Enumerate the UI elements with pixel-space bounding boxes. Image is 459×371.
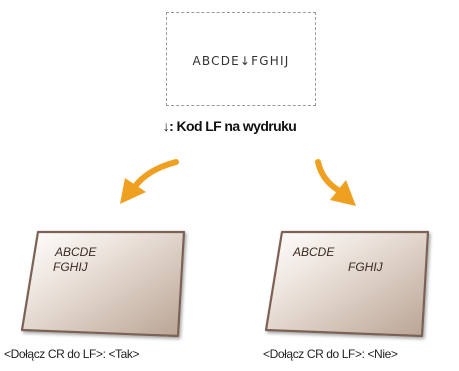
left-paper-line2: FGHIJ	[53, 260, 88, 274]
arrow-left-icon	[120, 159, 179, 204]
arrow-right-icon	[315, 159, 356, 206]
right-paper-line2: FGHIJ	[348, 260, 383, 274]
right-paper-line1: ABCDE	[293, 245, 335, 259]
source-text-box: ABCDE↓FGHIJ	[166, 12, 316, 106]
right-paper	[264, 230, 430, 338]
left-paper-line1: ABCDE	[55, 245, 97, 259]
right-option-label: <Dołącz CR do LF>: <Nie>	[263, 347, 398, 361]
lf-code-caption: ↓: Kod LF na wydruku	[162, 118, 297, 134]
left-paper	[20, 230, 186, 338]
left-option-label: <Dołącz CR do LF>: <Tak>	[4, 347, 140, 361]
source-text: ABCDE↓FGHIJ	[192, 54, 290, 68]
